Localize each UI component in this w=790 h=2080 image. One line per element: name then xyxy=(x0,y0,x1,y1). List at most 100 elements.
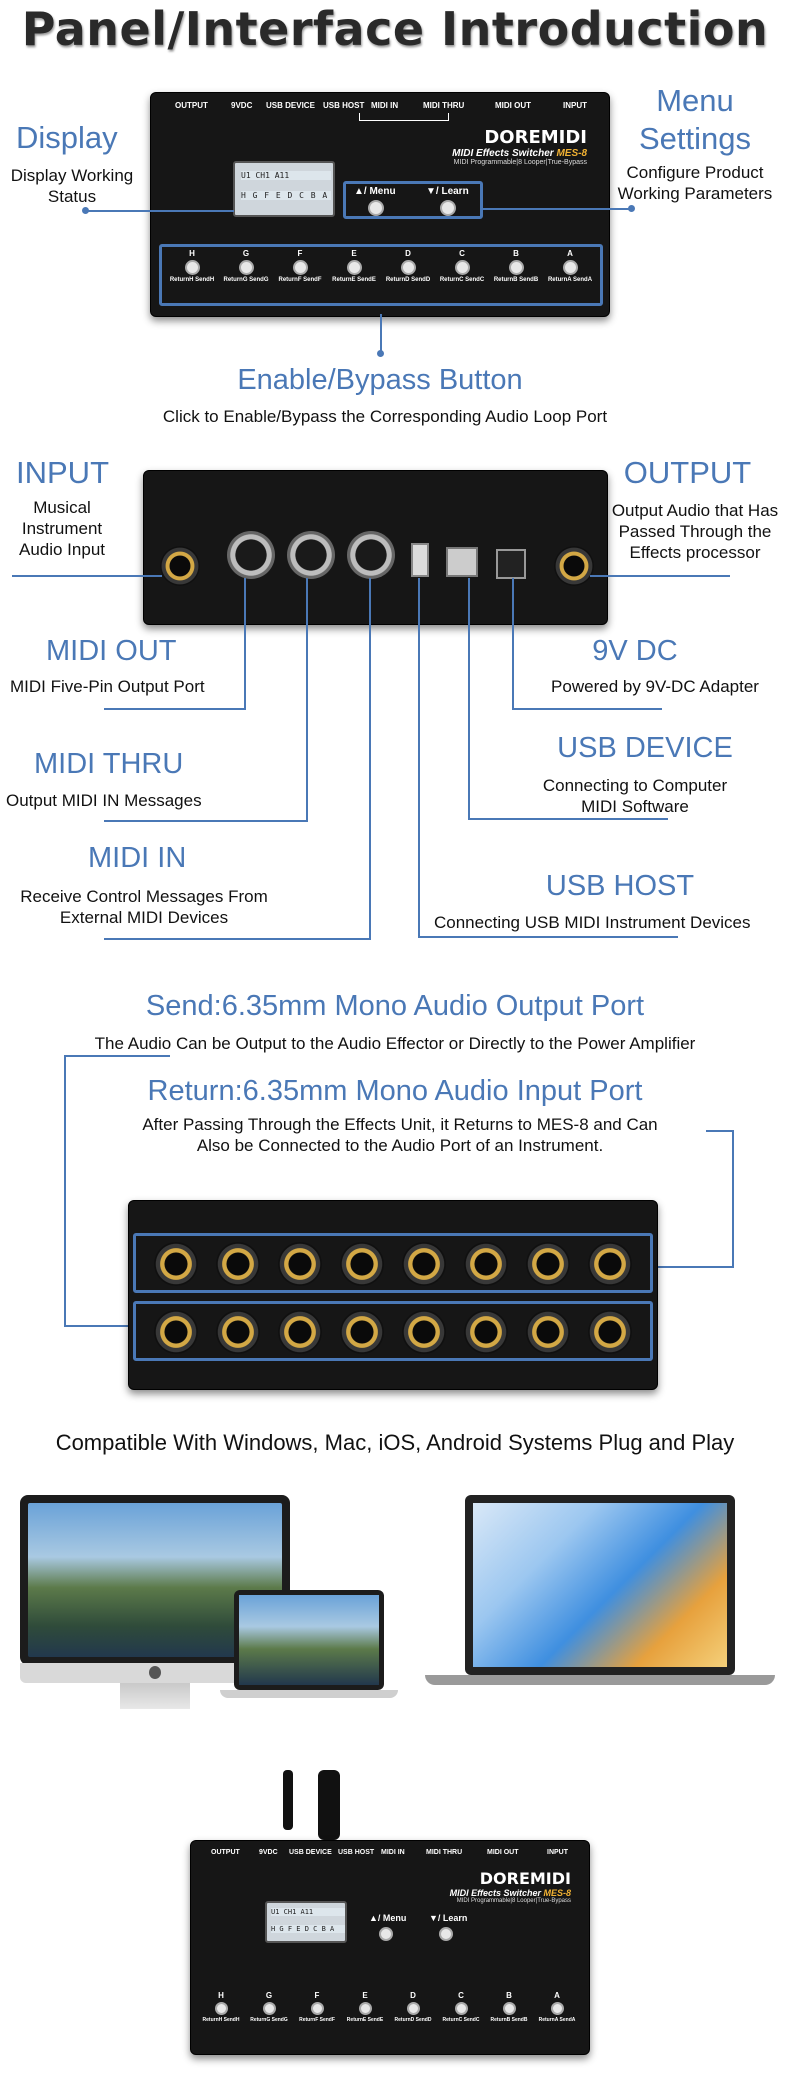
brand-logo: DOREMIDI xyxy=(484,127,587,148)
learn-label: ▼/ Learn xyxy=(429,1913,468,1923)
send-jack-e[interactable] xyxy=(340,1310,384,1354)
usb-host-port[interactable] xyxy=(411,543,429,577)
send-jack-b[interactable] xyxy=(526,1310,570,1354)
bypass-button-d[interactable] xyxy=(406,2002,420,2015)
send-connector-v xyxy=(64,1055,66,1325)
bypass-button-h[interactable] xyxy=(214,2002,228,2015)
send-title: Send:6.35mm Mono Audio Output Port xyxy=(145,990,645,1022)
windows-laptop-screen xyxy=(465,1495,735,1675)
learn-label: ▼/ Learn xyxy=(426,186,469,197)
bypass-button-c[interactable] xyxy=(454,2002,468,2015)
bypass-button-f[interactable] xyxy=(292,260,308,275)
output-jack[interactable] xyxy=(554,546,594,586)
page-title: Panel/Interface Introduction xyxy=(21,2,769,56)
cable-left xyxy=(283,1770,293,1830)
bypass-button-f[interactable] xyxy=(310,2002,324,2015)
windows-laptop-image xyxy=(425,1495,775,1695)
return-jack-d[interactable] xyxy=(402,1242,446,1286)
midi-thru-title: MIDI THRU xyxy=(34,748,184,780)
brand-block: DOREMIDI MIDI Effects Switcher MES-8 MID… xyxy=(452,127,587,166)
port-label: MIDI OUT xyxy=(495,101,531,110)
learn-button[interactable] xyxy=(439,1927,453,1941)
port-label: 9VDC xyxy=(231,101,253,110)
send-jack-f[interactable] xyxy=(278,1310,322,1354)
send-jack-g[interactable] xyxy=(216,1310,260,1354)
bypass-button-g[interactable] xyxy=(262,2002,276,2015)
usb-device-leader xyxy=(468,578,470,820)
bypass-button-a[interactable] xyxy=(562,260,578,275)
bypass-button-e[interactable] xyxy=(358,2002,372,2015)
bottom-port-label-row: OUTPUT 9VDC USB DEVICE USB HOST MIDI IN … xyxy=(191,1849,591,1861)
port-label: 9VDC xyxy=(259,1849,278,1856)
port-label: USB HOST xyxy=(338,1849,375,1856)
menu-callout-title: Menu Settings xyxy=(638,83,751,156)
send-jack-c[interactable] xyxy=(464,1310,508,1354)
return-connector-top xyxy=(706,1130,734,1132)
output-connector xyxy=(590,575,730,577)
midi-out-title: MIDI OUT xyxy=(46,635,177,667)
bypass-button-h[interactable] xyxy=(184,260,200,275)
return-jack-a[interactable] xyxy=(588,1242,632,1286)
bypass-button-a[interactable] xyxy=(550,2002,564,2015)
send-connector-bottom xyxy=(64,1325,134,1327)
lcd-line-1: U1 CH1 A11 xyxy=(241,171,331,180)
return-jack-g[interactable] xyxy=(216,1242,260,1286)
bypass-button-g[interactable] xyxy=(238,260,254,275)
menu-button[interactable] xyxy=(379,1927,393,1941)
return-jack-e[interactable] xyxy=(340,1242,384,1286)
rear-panel-device xyxy=(143,470,608,625)
midi-in-desc: Receive Control Messages From External M… xyxy=(20,887,268,927)
bypass-callout-title: Enable/Bypass Button xyxy=(237,364,523,396)
midi-out-port[interactable] xyxy=(227,531,275,579)
return-jack-c[interactable] xyxy=(464,1242,508,1286)
return-jack-h[interactable] xyxy=(154,1242,198,1286)
send-jack-a[interactable] xyxy=(588,1310,632,1354)
send-desc: The Audio Can be Output to the Audio Eff… xyxy=(94,1034,696,1053)
loop-jacks-device xyxy=(128,1200,658,1390)
input-jack[interactable] xyxy=(160,546,200,586)
menu-button-box: ▲/ Menu ▼/ Learn xyxy=(343,181,483,219)
learn-button[interactable] xyxy=(440,200,456,216)
menu-button[interactable] xyxy=(368,200,384,216)
display-connector-dot xyxy=(82,207,89,214)
bypass-button-d[interactable] xyxy=(400,260,416,275)
midi-in-title: MIDI IN xyxy=(88,842,187,874)
port-label: USB HOST xyxy=(323,101,365,110)
port-label: MIDI IN xyxy=(371,101,399,110)
port-label: MIDI THRU xyxy=(426,1849,463,1856)
top-panel-device: OUTPUT 9VDC USB DEVICE USB HOST MIDI IN … xyxy=(150,92,610,317)
midi-thru-port[interactable] xyxy=(287,531,335,579)
return-jack-b[interactable] xyxy=(526,1242,570,1286)
input-connector xyxy=(12,575,162,577)
port-label: USB DEVICE xyxy=(266,101,315,110)
midi-in-port[interactable] xyxy=(347,531,395,579)
bypass-button-e[interactable] xyxy=(346,260,362,275)
product-features: MIDI Programmable|8 Looper|True-Bypass xyxy=(456,1898,571,1904)
bypass-button-b[interactable] xyxy=(502,2002,516,2015)
send-jack-h[interactable] xyxy=(154,1310,198,1354)
dc-leader xyxy=(512,578,514,710)
lcd-line-2: H G F E D C B A xyxy=(271,1925,345,1933)
dc-desc: Powered by 9V-DC Adapter xyxy=(551,677,759,696)
send-jack-d[interactable] xyxy=(402,1310,446,1354)
usb-host-desc: Connecting USB MIDI Instrument Devices xyxy=(434,913,751,932)
lcd-display: U1 CH1 A11 H G F E D C B A xyxy=(233,161,335,217)
bypass-button-c[interactable] xyxy=(454,260,470,275)
brand-logo: DOREMIDI xyxy=(479,1869,571,1888)
usb-device-port[interactable] xyxy=(446,547,478,577)
dc-power-jack[interactable] xyxy=(496,549,526,579)
return-jack-f[interactable] xyxy=(278,1242,322,1286)
return-jack-row xyxy=(133,1233,653,1293)
bypass-button-b[interactable] xyxy=(508,260,524,275)
usb-device-desc: Connecting to Computer MIDI Software xyxy=(542,776,728,816)
macbook-image xyxy=(220,1590,400,1710)
